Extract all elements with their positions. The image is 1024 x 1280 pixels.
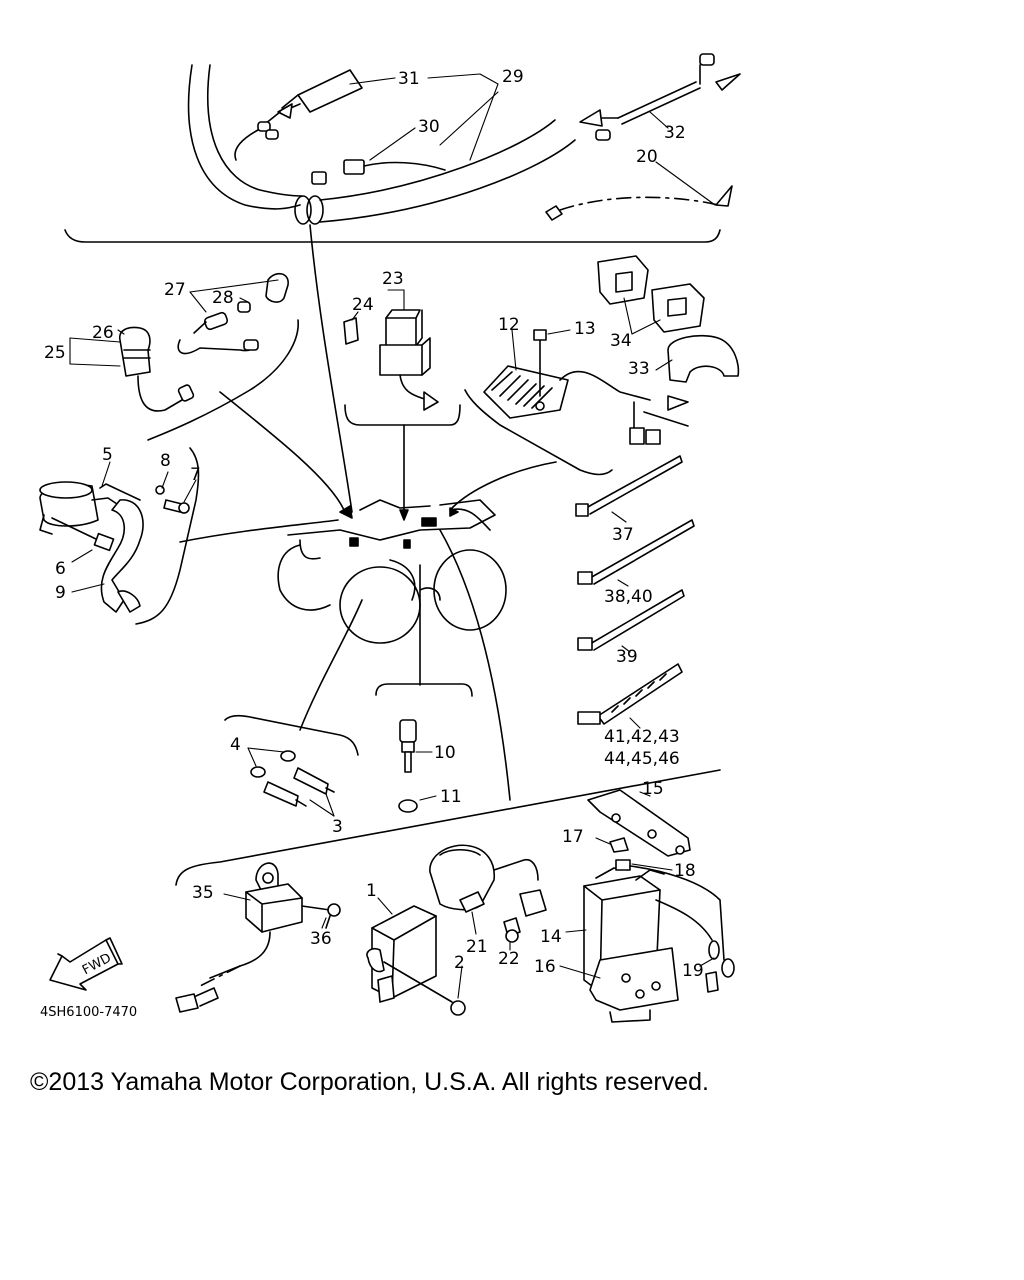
part-label-29: 29 (502, 67, 524, 87)
part-label-26: 26 (92, 323, 114, 343)
part-label-5: 5 (102, 445, 113, 465)
part-label-10: 10 (434, 743, 456, 763)
part-label-3: 3 (332, 817, 343, 837)
part-label-31: 31 (398, 69, 420, 89)
top-harness-group: 31 29 30 32 20 (64, 53, 741, 243)
part-label-2: 2 (454, 953, 465, 973)
part-label-11: 11 (440, 787, 462, 807)
copyright-notice: ©2013 Yamaha Motor Corporation, U.S.A. A… (30, 1068, 709, 1096)
part-label-32: 32 (664, 123, 686, 143)
part-label-39: 39 (616, 647, 638, 667)
rectifier-group: 12 13 34 33 (464, 255, 740, 476)
part-label-6: 6 (55, 559, 66, 579)
thermo-switch-group: 27 28 26 25 (44, 272, 299, 441)
part-label-33: 33 (628, 359, 650, 379)
part-label-28: 28 (212, 288, 234, 308)
part-label-8: 8 (160, 451, 171, 471)
lower-group-bracket (175, 769, 721, 886)
starter-relay-group: 21 22 (429, 844, 547, 969)
spark-plugs-group: 4 3 (224, 714, 359, 837)
drawing-code: 4SH6100-7470 (40, 1005, 137, 1020)
part-label-15: 15 (642, 779, 664, 799)
vehicle-outline (179, 224, 557, 801)
electrical-parts-diagram: 31 29 30 32 20 27 28 26 25 (39, 53, 741, 1023)
part-label-16: 16 (534, 957, 556, 977)
part-label-22: 22 (498, 949, 520, 969)
part-label-20: 20 (636, 147, 658, 167)
part-label-7: 7 (190, 465, 201, 485)
part-label-38-40: 38,40 (604, 587, 653, 607)
part-label-30: 30 (418, 117, 440, 137)
coil-cap-group: 35 36 (175, 862, 341, 1013)
part-label-27: 27 (164, 280, 186, 300)
part-label-1: 1 (366, 881, 377, 901)
part-label-37: 37 (612, 525, 634, 545)
cdi-unit-group: 1 2 (366, 881, 466, 1016)
part-label-19: 19 (682, 961, 704, 981)
fwd-arrow: FWD (49, 937, 123, 991)
battery-group: 15 17 18 14 19 16 (534, 779, 735, 1023)
part-label-21: 21 (466, 937, 488, 957)
part-label-18: 18 (674, 861, 696, 881)
part-label-36: 36 (310, 929, 332, 949)
ignition-coil-group: 5 8 7 6 9 (39, 445, 201, 625)
part-label-24: 24 (352, 295, 374, 315)
temp-sensor-group: 10 11 (375, 683, 473, 813)
part-label-9: 9 (55, 583, 66, 603)
part-label-23: 23 (382, 269, 404, 289)
part-label-14: 14 (540, 927, 562, 947)
part-label-25: 25 (44, 343, 66, 363)
part-label-34: 34 (610, 331, 632, 351)
fuse-group: 23 24 (343, 269, 461, 426)
part-label-12: 12 (498, 315, 520, 335)
part-label-4: 4 (230, 735, 241, 755)
part-label-44-46: 44,45,46 (604, 749, 680, 769)
part-label-13: 13 (574, 319, 596, 339)
tie-bands-group: 37 38,40 39 41,42,43 44,45,46 (575, 455, 695, 769)
part-label-41-43: 41,42,43 (604, 727, 680, 747)
part-label-17: 17 (562, 827, 584, 847)
part-label-35: 35 (192, 883, 214, 903)
